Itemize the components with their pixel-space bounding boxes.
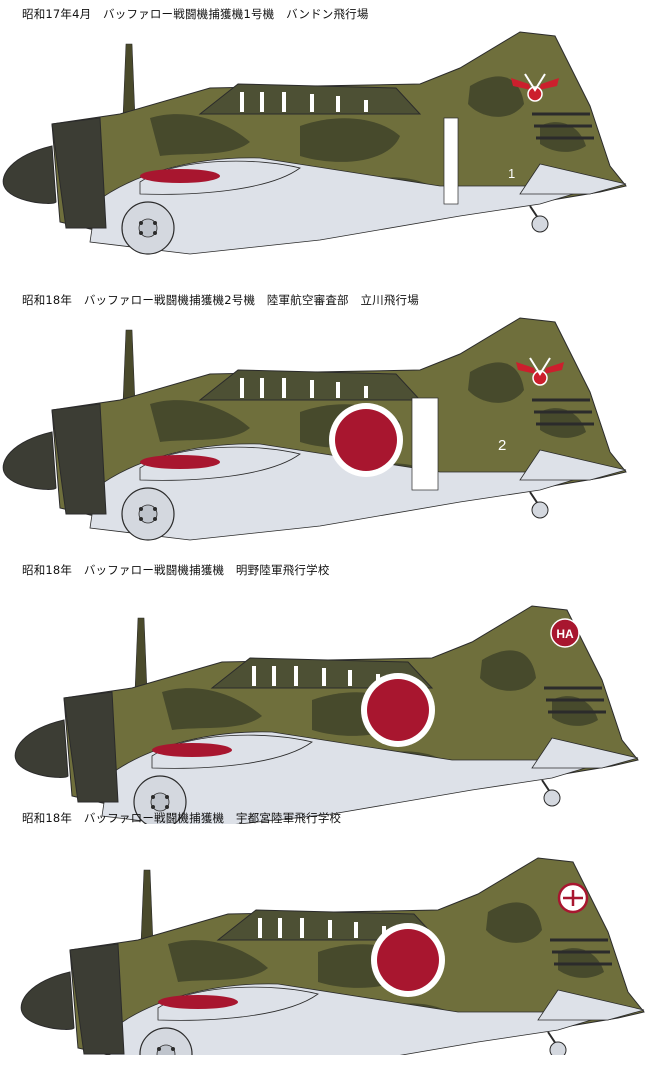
tail-wings-emblem	[511, 73, 559, 102]
hinomaru	[367, 679, 429, 741]
aircraft-silhouette	[19, 856, 646, 1055]
aircraft-drawing	[19, 856, 646, 1055]
profile-caption: 昭和17年4月 バッファロー戦闘機捕獲機1号機 バンドン飛行場	[22, 7, 369, 21]
aircraft-drawing: 1	[1, 30, 628, 256]
aircraft-drawing: HA	[13, 604, 640, 824]
aircraft-silhouette	[13, 604, 640, 824]
aircraft-profile-1: 昭和17年4月 バッファロー戦闘機捕獲機1号機 バンドン飛行場 1	[0, 6, 650, 268]
tail-number: 1	[508, 166, 515, 181]
aircraft-profile-4: 昭和18年 バッファロー戦闘機捕獲機 宇都宮陸軍飛行学校	[0, 810, 650, 1072]
tail-wings-emblem	[516, 357, 564, 386]
fuselage-white-band	[411, 397, 439, 491]
hinomaru	[377, 929, 439, 991]
tail-number: 2	[498, 437, 506, 454]
aircraft-profile-2: 昭和18年 バッファロー戦闘機捕獲機2号機 陸軍航空審査部 立川飛行場 2	[0, 292, 650, 554]
hinomaru	[335, 409, 397, 471]
aircraft-drawing: 2	[1, 316, 628, 542]
aircraft-silhouette	[1, 30, 628, 256]
tail-ha-emblem: HA	[550, 618, 580, 648]
aircraft-profile-3: 昭和18年 バッファロー戦闘機捕獲機 明野陸軍飛行学校 HA	[0, 562, 650, 824]
fuselage-white-band	[443, 117, 459, 205]
profile-caption: 昭和18年 バッファロー戦闘機捕獲機 明野陸軍飛行学校	[22, 563, 330, 577]
aircraft-silhouette	[1, 316, 628, 542]
profile-caption: 昭和18年 バッファロー戦闘機捕獲機2号機 陸軍航空審査部 立川飛行場	[22, 293, 419, 307]
profile-caption: 昭和18年 バッファロー戦闘機捕獲機 宇都宮陸軍飛行学校	[22, 811, 342, 825]
tail-emblem-text: HA	[556, 627, 574, 641]
tail-circle-emblem	[557, 882, 589, 914]
